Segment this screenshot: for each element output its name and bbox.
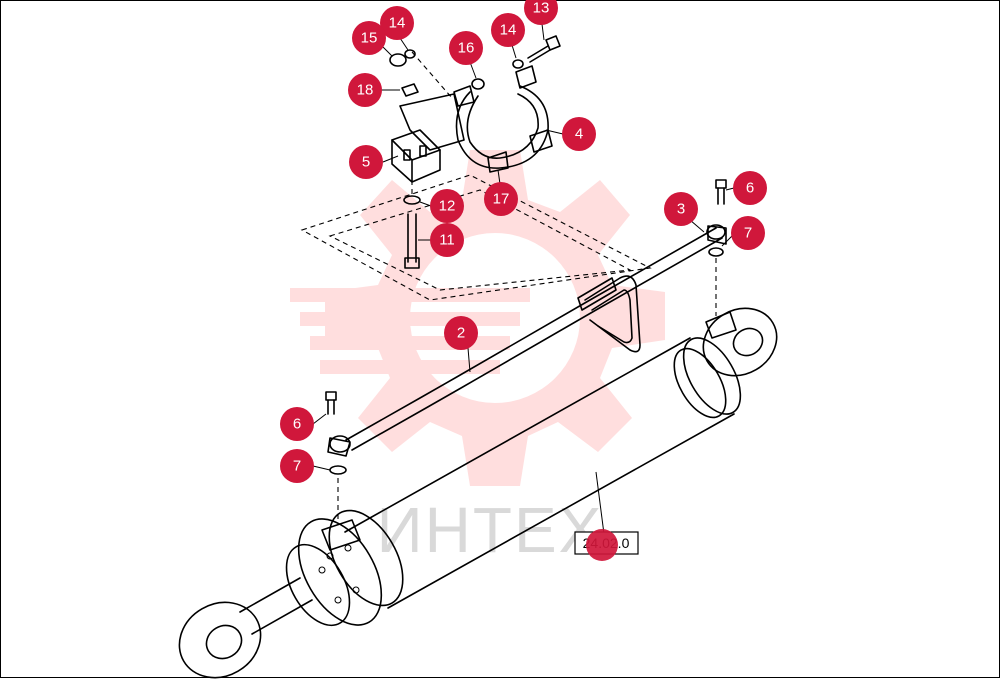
callout-12[interactable]: 12 — [419, 189, 464, 223]
svg-text:15: 15 — [361, 30, 378, 47]
svg-text:14: 14 — [389, 15, 406, 32]
callout-15[interactable]: 15 — [352, 21, 393, 57]
callout-13[interactable]: 13 — [524, 0, 558, 41]
callout-18[interactable]: 18 — [348, 73, 400, 107]
callout-11[interactable]: 11 — [418, 223, 464, 257]
svg-text:14: 14 — [500, 22, 517, 39]
callout-7-left[interactable]: 7 — [280, 449, 331, 483]
reference-leader — [595, 471, 605, 535]
bolt-6-right — [708, 179, 727, 316]
svg-text:3: 3 — [677, 201, 685, 218]
svg-text:5: 5 — [362, 154, 370, 171]
bracket-assembly — [389, 35, 561, 269]
hydraulic-pipe — [327, 224, 727, 457]
svg-text:13: 13 — [533, 0, 550, 17]
callouts: 2 3 4 5 6 6 7 7 11 12 13 14 14 15 16 17 … — [280, 0, 767, 561]
svg-text:6: 6 — [746, 180, 754, 197]
svg-text:12: 12 — [439, 198, 456, 215]
svg-text:2: 2 — [457, 325, 465, 342]
svg-text:18: 18 — [357, 82, 374, 99]
reference-marker[interactable] — [586, 529, 618, 561]
callout-17[interactable]: 17 — [484, 169, 518, 216]
callout-4[interactable]: 4 — [545, 117, 596, 151]
callout-16[interactable]: 16 — [449, 31, 483, 79]
callout-7-right[interactable]: 7 — [721, 216, 765, 250]
hydraulic-cylinder — [178, 307, 778, 679]
mounting-outline — [300, 174, 652, 301]
callout-5[interactable]: 5 — [349, 145, 399, 179]
callout-2[interactable]: 2 — [444, 316, 478, 373]
callout-3[interactable]: 3 — [664, 192, 705, 233]
svg-text:4: 4 — [575, 126, 583, 143]
svg-text:6: 6 — [293, 416, 301, 433]
callout-6-left[interactable]: 6 — [280, 407, 327, 441]
callout-14-right[interactable]: 14 — [491, 13, 525, 59]
svg-text:11: 11 — [439, 232, 455, 249]
svg-text:17: 17 — [493, 191, 510, 208]
callout-14-left[interactable]: 14 — [380, 6, 414, 51]
watermark-text: ИНТЕХ — [377, 494, 604, 566]
callout-6-right[interactable]: 6 — [725, 171, 767, 205]
svg-text:7: 7 — [744, 225, 752, 242]
svg-text:16: 16 — [458, 40, 475, 57]
svg-text:7: 7 — [293, 458, 301, 475]
